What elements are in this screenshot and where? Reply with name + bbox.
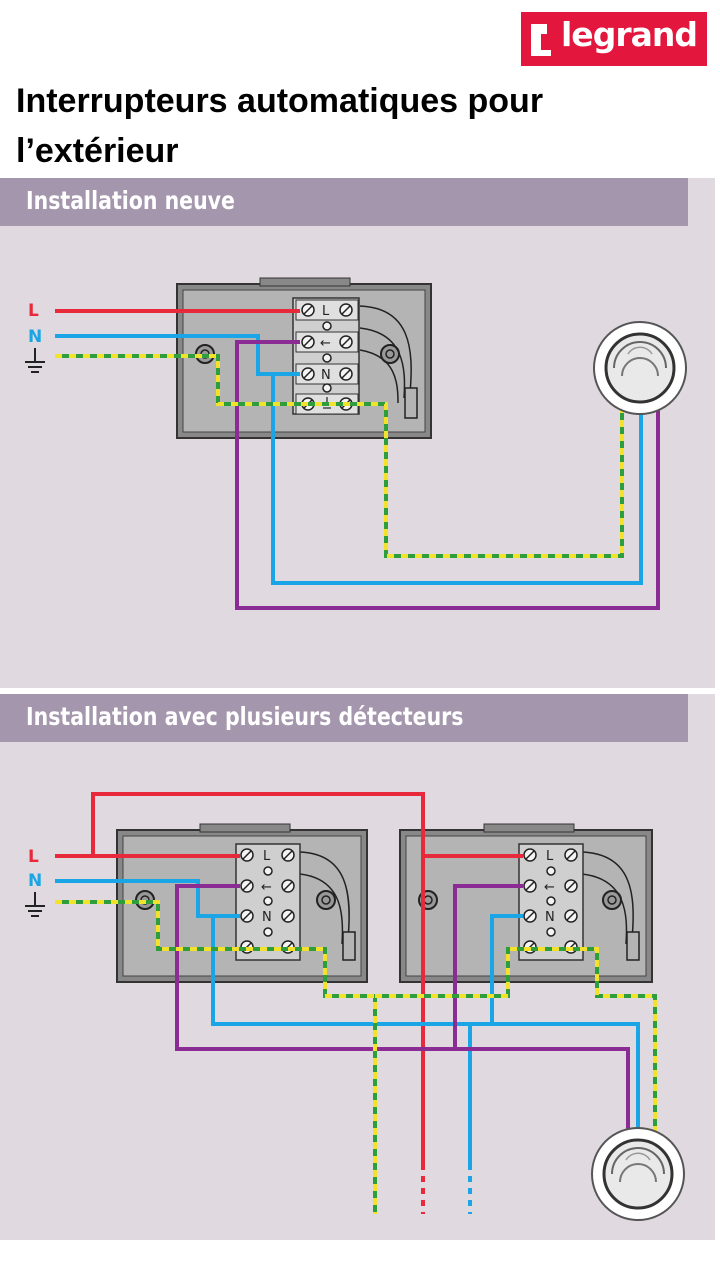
wiring-diagram-single: L N bbox=[25, 277, 687, 610]
wire-neutral-box2 bbox=[470, 914, 523, 1026]
lamp-icon bbox=[591, 1127, 685, 1221]
terminal-label-neutral: N bbox=[545, 910, 555, 925]
wire-load-lamp bbox=[455, 1047, 630, 1139]
diagram-panel-multiple-detectors: Installation avec plusieurs détecteurs L… bbox=[0, 694, 715, 1240]
wire-load bbox=[235, 340, 660, 610]
diagram-panel-new-installation: Installation neuve L N bbox=[0, 178, 715, 688]
earth-icon bbox=[25, 892, 45, 917]
terminal-label-line: L bbox=[263, 849, 271, 864]
section-title: Installation neuve bbox=[26, 186, 235, 215]
wire-label-neutral: N bbox=[28, 327, 42, 347]
legrand-mark-icon bbox=[531, 24, 551, 56]
wire-neutral-lamp bbox=[492, 1022, 640, 1139]
screw-terminal-icon bbox=[301, 303, 353, 411]
wiring-diagram-multiple: L N bbox=[25, 792, 685, 1221]
terminal-label-neutral: N bbox=[262, 910, 272, 925]
terminal-label-load: ← bbox=[544, 880, 555, 895]
section-header: Installation neuve bbox=[0, 178, 688, 226]
wire-neutral-run bbox=[211, 914, 472, 1164]
wire-label-line: L bbox=[28, 301, 39, 321]
wire-load bbox=[175, 884, 523, 1051]
terminal-block: L ← N bbox=[295, 299, 359, 415]
page-title: Interrupteurs automatiques pour l’extéri… bbox=[16, 82, 544, 170]
legrand-logo: legrand bbox=[521, 12, 707, 66]
wire-label-line: L bbox=[28, 847, 39, 867]
terminal-label-line: L bbox=[546, 849, 554, 864]
brand-name: legrand bbox=[561, 15, 698, 54]
wire-earth bbox=[55, 354, 624, 558]
terminal-label-load: ← bbox=[320, 336, 331, 351]
detector-box: L ← N bbox=[399, 823, 653, 983]
wire-label-neutral: N bbox=[28, 871, 42, 891]
lamp-icon bbox=[593, 321, 687, 415]
wire-earth bbox=[55, 900, 657, 1214]
wire-neutral-lamp bbox=[271, 372, 643, 585]
earth-icon bbox=[25, 348, 45, 373]
section-header: Installation avec plusieurs détecteurs bbox=[0, 694, 688, 742]
section-title: Installation avec plusieurs détecteurs bbox=[26, 702, 464, 731]
terminal-label-line: L bbox=[322, 304, 330, 319]
terminal-label-neutral: N bbox=[321, 368, 331, 383]
wire-line-bridge bbox=[91, 792, 425, 1164]
terminal-label-load: ← bbox=[261, 880, 272, 895]
